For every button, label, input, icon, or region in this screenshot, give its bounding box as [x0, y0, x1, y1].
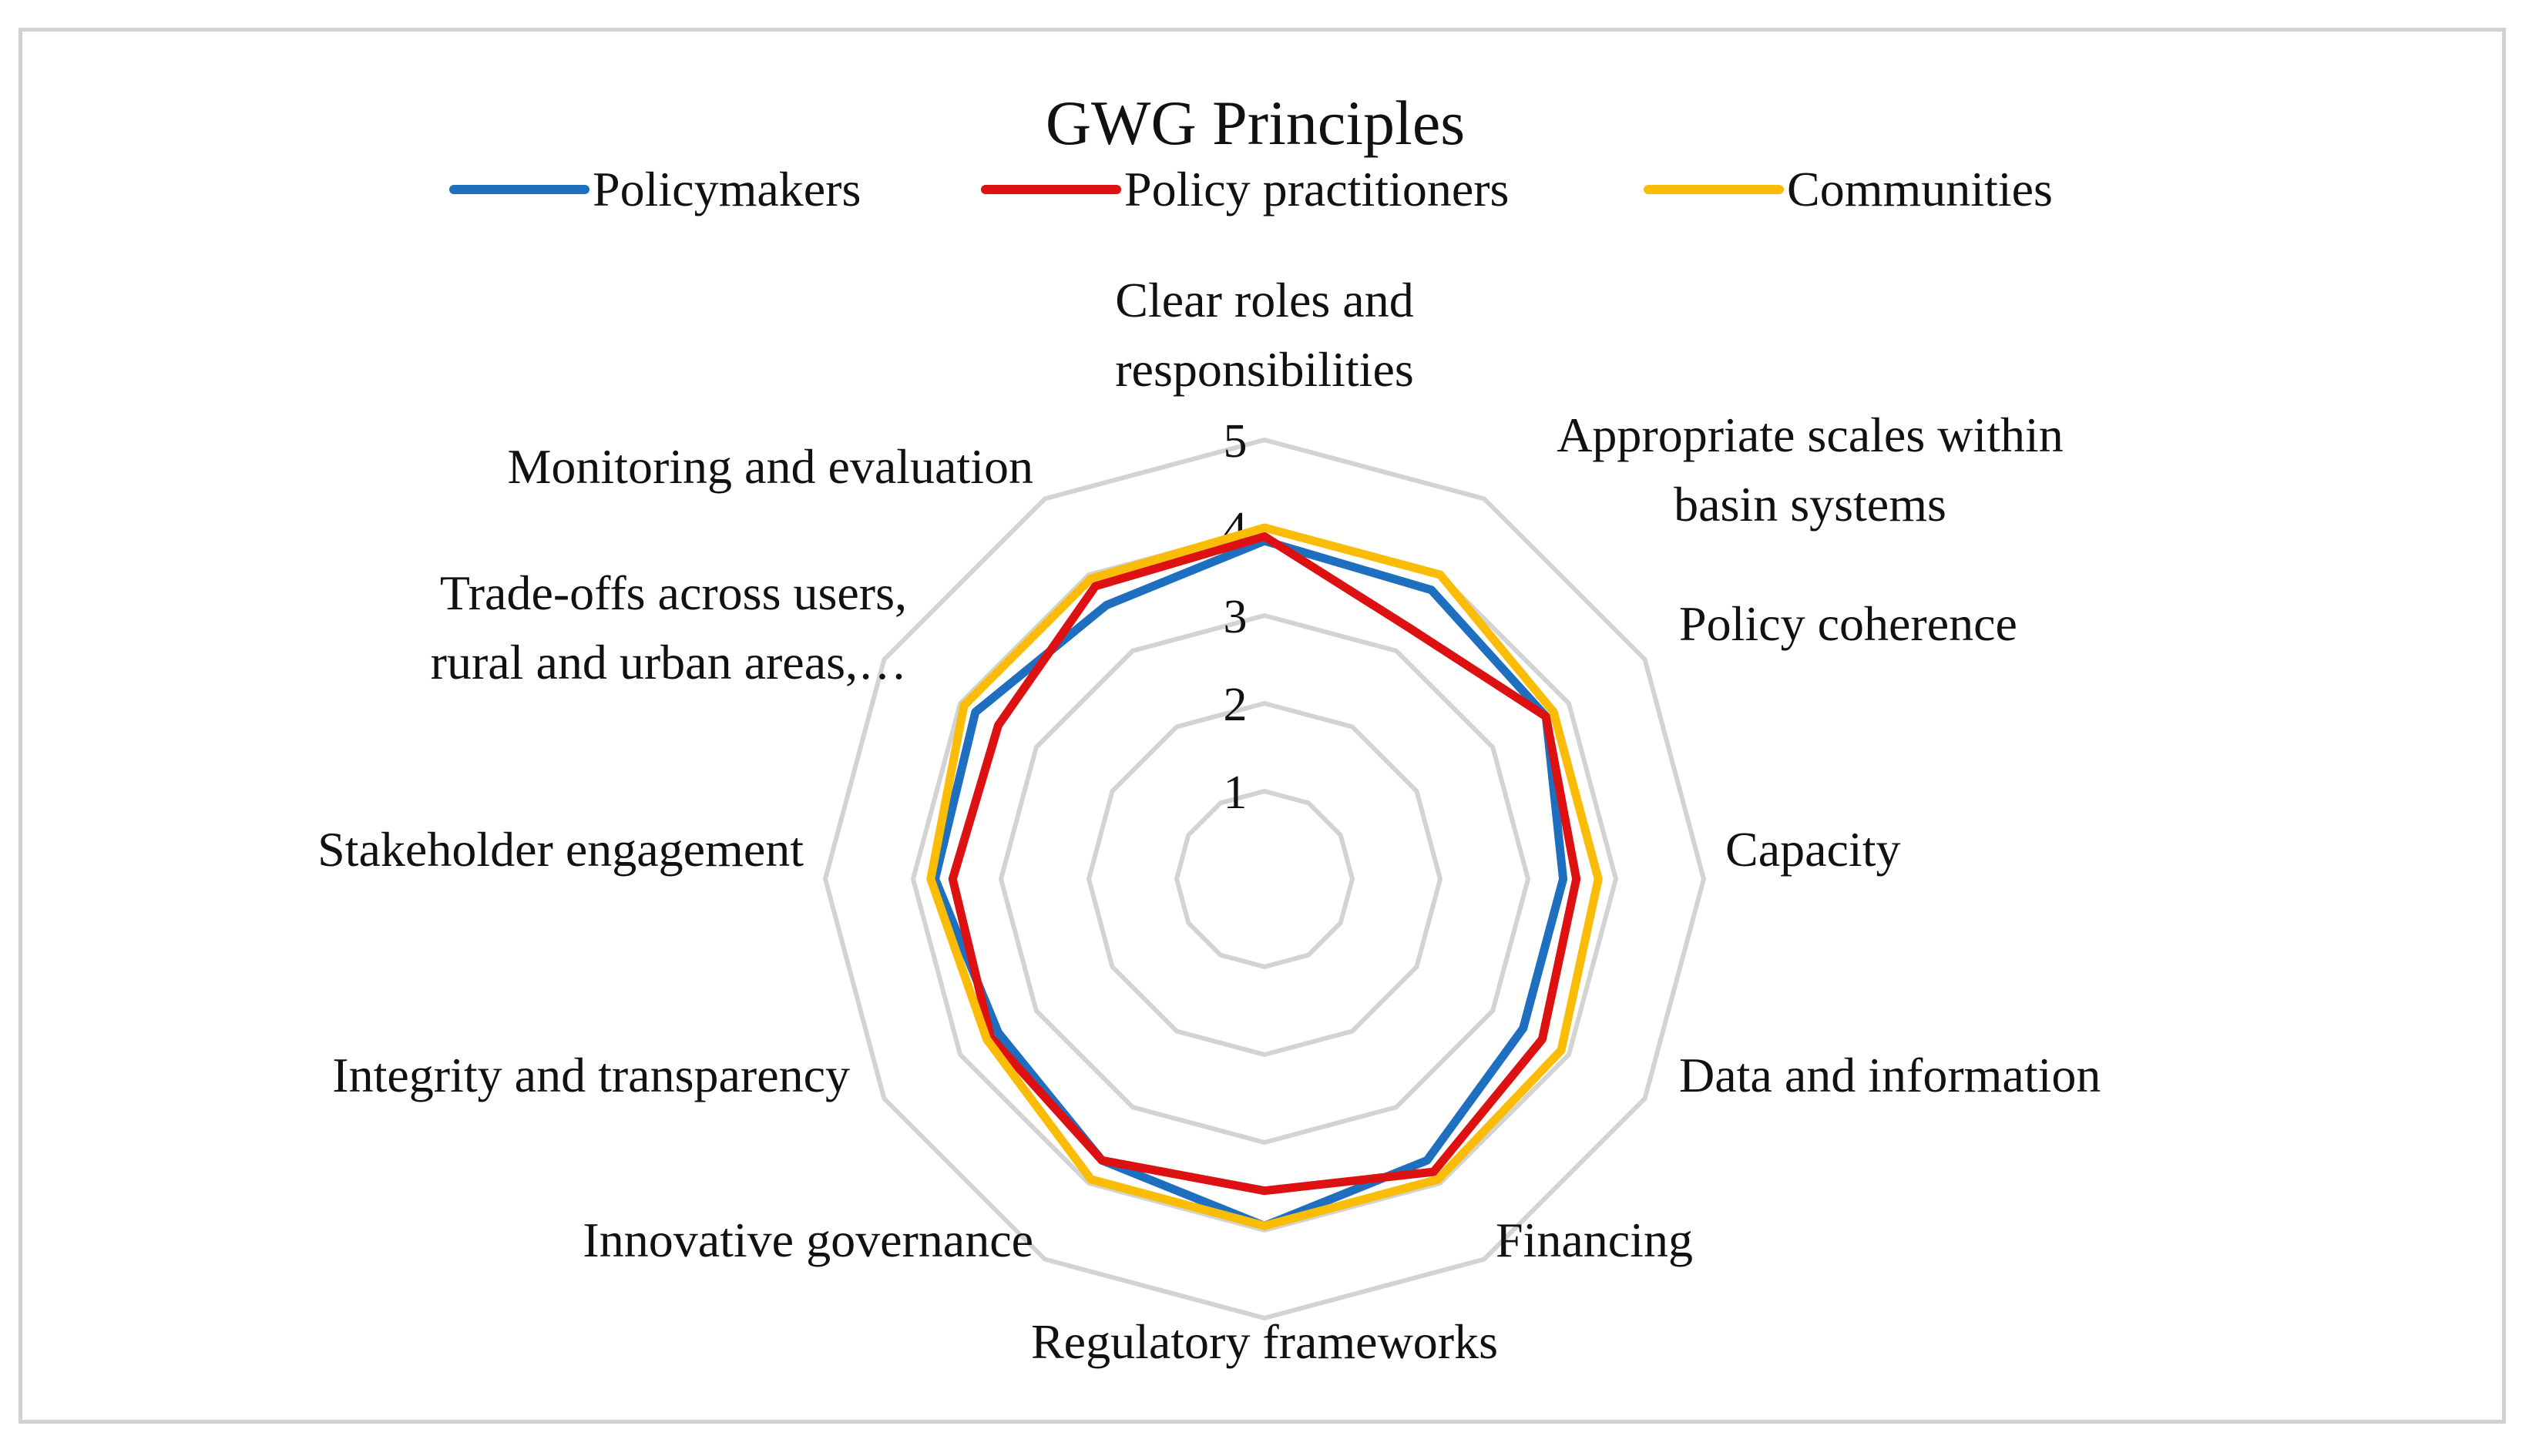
chart-title: GWG Principles — [1046, 88, 1465, 158]
legend-item-communities: Communities — [1644, 162, 2053, 216]
legend-label: Policymakers — [593, 162, 861, 216]
grid-ring-3 — [998, 612, 1531, 1146]
chart-frame: GWG Principles Policymakers Policy practi… — [18, 28, 2506, 1424]
grid-ring-4 — [910, 525, 1619, 1233]
legend: Policymakers Policy practitioners Communit… — [449, 162, 2053, 216]
legend-item-policy-practitioners: Policy practitioners — [981, 162, 1509, 216]
grid-ring-1 — [1174, 788, 1355, 970]
axis-label: Monitoring and evaluation — [507, 439, 1033, 494]
axis-label: Policy coherence — [1679, 596, 2017, 651]
tick-label: 2 — [1224, 679, 1248, 731]
axis-label: Data and information — [1679, 1048, 2101, 1102]
legend-label: Policy practitioners — [1124, 162, 1509, 216]
axis-label: Integrity and transparency — [332, 1048, 850, 1102]
axis-label: Capacity — [1725, 822, 1900, 877]
tick-label: 5 — [1224, 415, 1248, 468]
axis-label: Trade-offs across users,rural and urban … — [431, 565, 907, 689]
tick-label: 1 — [1224, 767, 1248, 819]
grid-ring-2 — [1086, 700, 1443, 1058]
radar-grid — [822, 437, 1707, 1321]
axis-label: Financing — [1496, 1213, 1693, 1267]
series-line-communities — [926, 523, 1603, 1230]
radar-chart: GWG Principles Policymakers Policy practi… — [317, 88, 2101, 1369]
legend-label: Communities — [1787, 162, 2053, 216]
tick-label: 3 — [1224, 591, 1248, 643]
axis-label: Innovative governance — [583, 1213, 1033, 1267]
series-layer — [926, 523, 1603, 1230]
series-line-policy-practitioners — [948, 532, 1581, 1196]
axis-label: Regulatory frameworks — [1031, 1314, 1498, 1369]
legend-item-policymakers: Policymakers — [449, 162, 861, 216]
axis-label: Stakeholder engagement — [317, 822, 804, 877]
grid-ring-5 — [822, 437, 1707, 1321]
